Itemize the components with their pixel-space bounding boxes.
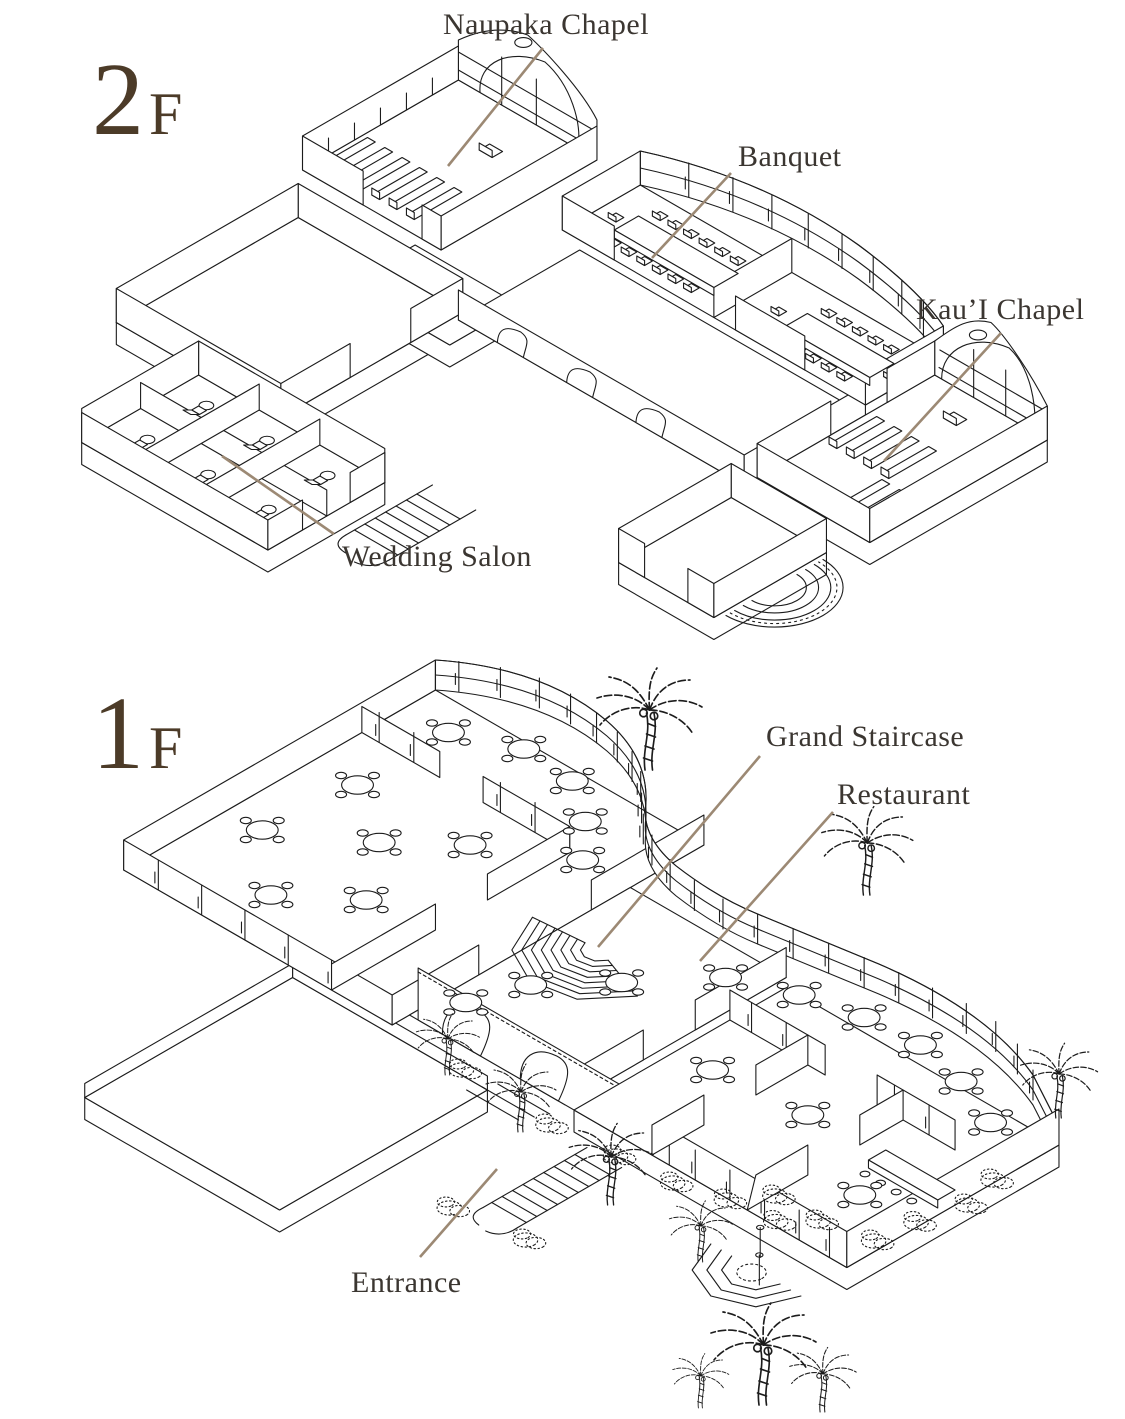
room-label-kaui-chapel: Kau’I Chapel: [916, 293, 1085, 326]
leader-grand-staircase: [597, 755, 761, 948]
leader-lines: [221, 47, 1002, 1258]
room-label-entrance: Entrance: [351, 1266, 462, 1299]
leader-kaui-chapel: [883, 332, 1002, 462]
floor-label-2f: 2F: [92, 48, 182, 152]
leader-wedding-salon: [221, 454, 335, 536]
leader-restaurant: [699, 811, 834, 962]
floor-number: 1: [92, 676, 144, 791]
floor-number: 2: [92, 42, 144, 157]
leader-entrance: [419, 1168, 498, 1258]
leader-naupaka-chapel: [446, 47, 545, 167]
room-label-wedding-salon: Wedding Salon: [342, 540, 532, 573]
room-label-banquet: Banquet: [738, 140, 842, 173]
floor-suffix: F: [149, 715, 183, 781]
floor-suffix: F: [149, 81, 183, 147]
room-label-naupaka-chapel: Naupaka Chapel: [443, 8, 650, 41]
room-label-restaurant: Restaurant: [837, 778, 971, 811]
floor-1f-drawing: [0, 638, 1125, 1419]
floor-label-1f: 1F: [92, 682, 182, 786]
floor-2f-drawing: [0, 18, 1125, 755]
leader-banquet: [651, 172, 732, 259]
room-label-grand-staircase: Grand Staircase: [766, 720, 965, 753]
